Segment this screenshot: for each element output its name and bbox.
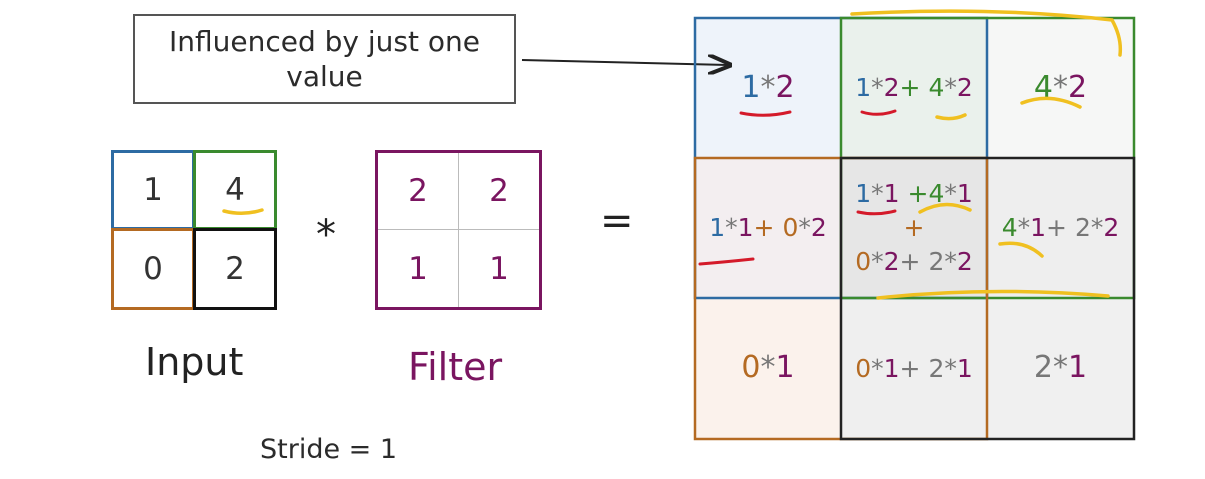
term: + bbox=[899, 73, 929, 103]
term: 2 bbox=[1103, 213, 1120, 243]
term: 2 bbox=[883, 73, 900, 103]
term: 0 bbox=[782, 213, 799, 243]
term: * bbox=[1090, 213, 1104, 243]
callout-box: Influenced by just one value bbox=[133, 14, 516, 104]
input-value: 4 bbox=[225, 172, 245, 208]
term: 1 bbox=[956, 353, 973, 383]
term: * bbox=[725, 213, 738, 243]
term: 1 bbox=[709, 213, 726, 243]
term: 2 bbox=[810, 213, 827, 243]
term: * bbox=[760, 350, 776, 386]
filter-cell: 1 bbox=[459, 230, 539, 307]
term: 1 bbox=[737, 213, 754, 243]
term: 4 bbox=[1001, 213, 1018, 243]
input-value: 2 bbox=[225, 251, 245, 287]
filter-value: 2 bbox=[489, 173, 509, 209]
term: 1 bbox=[855, 179, 872, 209]
term: + bbox=[899, 246, 929, 276]
output-cell-r2c2: 2*1 bbox=[987, 298, 1134, 439]
term: 4 bbox=[928, 73, 945, 103]
term: 2 bbox=[928, 353, 945, 383]
term: * bbox=[760, 69, 776, 105]
term: 1 bbox=[883, 353, 900, 383]
output-cell-r1c1: 1*1 +4*1 + 0*2+ 2*2 bbox=[841, 158, 987, 298]
filter-divider bbox=[378, 229, 539, 230]
callout-text: Influenced by just one value bbox=[169, 25, 480, 93]
convolution-operator: * bbox=[316, 212, 336, 258]
term: 2 bbox=[1033, 350, 1053, 386]
term: 1 bbox=[775, 350, 795, 386]
term: * bbox=[944, 246, 957, 276]
filter-cell: 2 bbox=[378, 153, 458, 229]
filter-grid bbox=[375, 150, 542, 310]
term: * bbox=[871, 353, 884, 383]
plus-sign: + bbox=[903, 213, 925, 243]
term: * bbox=[871, 246, 884, 276]
term: 1 bbox=[741, 69, 761, 105]
term: 2 bbox=[928, 246, 945, 276]
term: * bbox=[1053, 69, 1068, 105]
output-cell-r0c1: 1*2+ 4*2 bbox=[841, 18, 987, 158]
term: + bbox=[899, 179, 929, 209]
equals-operator: = bbox=[600, 198, 634, 244]
filter-divider bbox=[458, 153, 459, 307]
term: 1 bbox=[855, 73, 872, 103]
term: * bbox=[798, 213, 811, 243]
term: 2 bbox=[956, 246, 973, 276]
term: 1 bbox=[1030, 213, 1047, 243]
term: 1 bbox=[1068, 350, 1088, 386]
output-cell-r0c0: 1*2 bbox=[695, 18, 841, 158]
term: 2 bbox=[775, 69, 795, 105]
input-cell-4: 4 bbox=[193, 150, 277, 230]
term: * bbox=[944, 353, 957, 383]
term: + bbox=[753, 213, 783, 243]
term: 4 bbox=[928, 179, 945, 209]
output-cell-r0c2: 4*2 bbox=[987, 18, 1134, 158]
filter-value: 2 bbox=[408, 173, 428, 209]
filter-value: 1 bbox=[408, 250, 428, 287]
stride-label: Stride = 1 bbox=[260, 434, 398, 465]
input-cell-1: 1 bbox=[111, 150, 195, 230]
output-cell-r2c1: 0*1+ 2*1 bbox=[841, 298, 987, 439]
output-cell-r2c0: 0*1 bbox=[695, 298, 841, 439]
term: + bbox=[1046, 213, 1075, 243]
term: 1 bbox=[883, 179, 900, 209]
output-cell-r1c0: 1*1+ 0*2 bbox=[695, 158, 841, 298]
term: * bbox=[944, 73, 957, 103]
term: 0 bbox=[855, 246, 872, 276]
term: 0 bbox=[741, 350, 761, 386]
term: * bbox=[944, 179, 957, 209]
term: * bbox=[871, 179, 884, 209]
filter-label: Filter bbox=[408, 345, 503, 389]
input-value: 1 bbox=[143, 172, 163, 208]
term: 0 bbox=[855, 353, 872, 383]
output-cell-r1c2: 4*1+ 2*2 bbox=[987, 158, 1134, 298]
term: 1 bbox=[956, 179, 973, 209]
input-value: 0 bbox=[143, 251, 163, 287]
term: * bbox=[871, 73, 884, 103]
term: 4 bbox=[1033, 69, 1053, 105]
input-cell-2: 2 bbox=[193, 228, 277, 310]
term: 2 bbox=[956, 73, 973, 103]
term: 2 bbox=[883, 246, 900, 276]
input-label: Input bbox=[145, 340, 244, 384]
filter-value: 1 bbox=[489, 250, 509, 287]
term: + bbox=[899, 353, 929, 383]
term: * bbox=[1017, 213, 1031, 243]
term: 2 bbox=[1074, 213, 1091, 243]
input-cell-0: 0 bbox=[111, 228, 195, 310]
term: 2 bbox=[1068, 69, 1088, 105]
filter-cell: 1 bbox=[378, 230, 458, 307]
term: * bbox=[1053, 350, 1068, 386]
filter-cell: 2 bbox=[459, 153, 539, 229]
